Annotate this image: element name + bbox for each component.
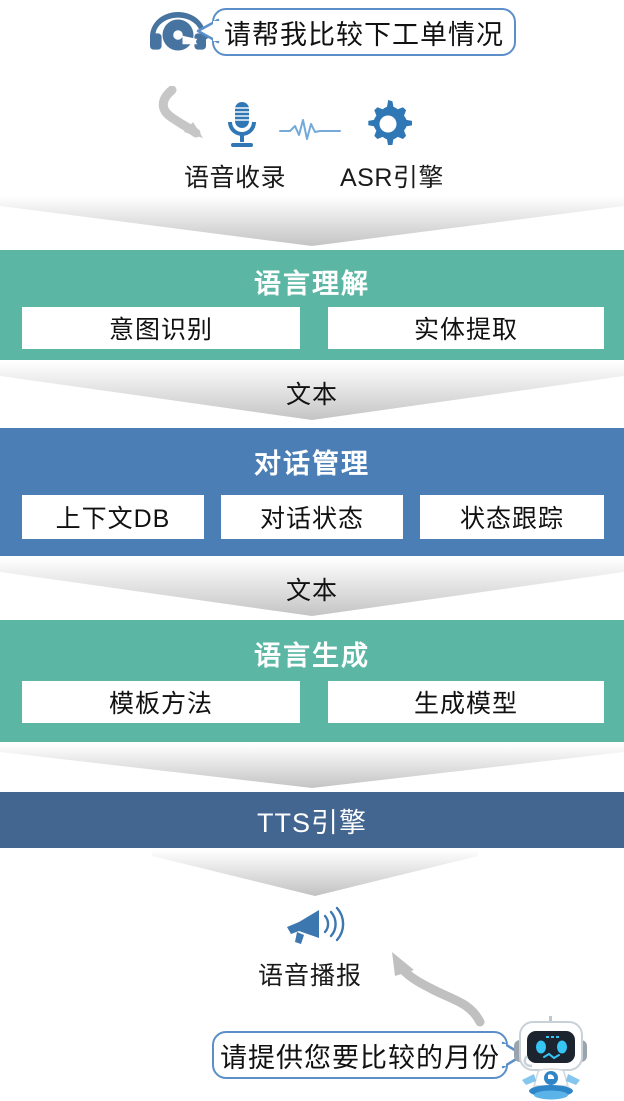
asr-label: ASR引擎 xyxy=(340,164,444,192)
curved-arrow-down-icon xyxy=(158,86,203,138)
waveform-icon xyxy=(279,119,341,140)
chip-context-db[interactable]: 上下文DB xyxy=(22,495,204,539)
chip-template-method[interactable]: 模板方法 xyxy=(22,681,300,723)
chip-intent-recognition[interactable]: 意图识别 xyxy=(22,307,300,349)
speaker-announce-icon xyxy=(287,906,345,944)
band-dm-title: 对话管理 xyxy=(254,449,370,479)
connector-label-text-2: 文本 xyxy=(285,577,338,605)
connector-chevron-1 xyxy=(0,196,624,246)
band-tts xyxy=(0,792,624,848)
robot-assistant-icon xyxy=(514,1016,587,1100)
microphone-icon xyxy=(228,102,256,147)
user-request-bubble: 请帮我比较下工单情况 xyxy=(212,8,516,56)
band-tts-title: TTS引擎 xyxy=(257,808,367,838)
gear-icon xyxy=(368,100,412,145)
band-nlu-title: 语言理解 xyxy=(254,269,370,299)
headset-agent-icon xyxy=(150,12,218,51)
connector-chevron-4 xyxy=(0,744,624,788)
band-nlg-title: 语言生成 xyxy=(254,641,370,671)
chip-entity-extraction[interactable]: 实体提取 xyxy=(328,307,604,349)
connector-chevron-3 xyxy=(0,558,624,616)
assistant-reply-bubble: 请提供您要比较的月份 xyxy=(212,1031,508,1079)
chip-generative-model[interactable]: 生成模型 xyxy=(328,681,604,723)
speaker-label: 语音播报 xyxy=(258,962,363,990)
chip-state-tracking[interactable]: 状态跟踪 xyxy=(420,495,604,539)
chip-dialog-state[interactable]: 对话状态 xyxy=(221,495,403,539)
connector-label-text-1: 文本 xyxy=(285,381,338,409)
connector-chevron-2 xyxy=(0,362,624,420)
mic-label: 语音收录 xyxy=(184,164,287,192)
connector-chevron-5 xyxy=(152,850,478,896)
curved-arrow-up-left-icon xyxy=(392,952,485,1027)
